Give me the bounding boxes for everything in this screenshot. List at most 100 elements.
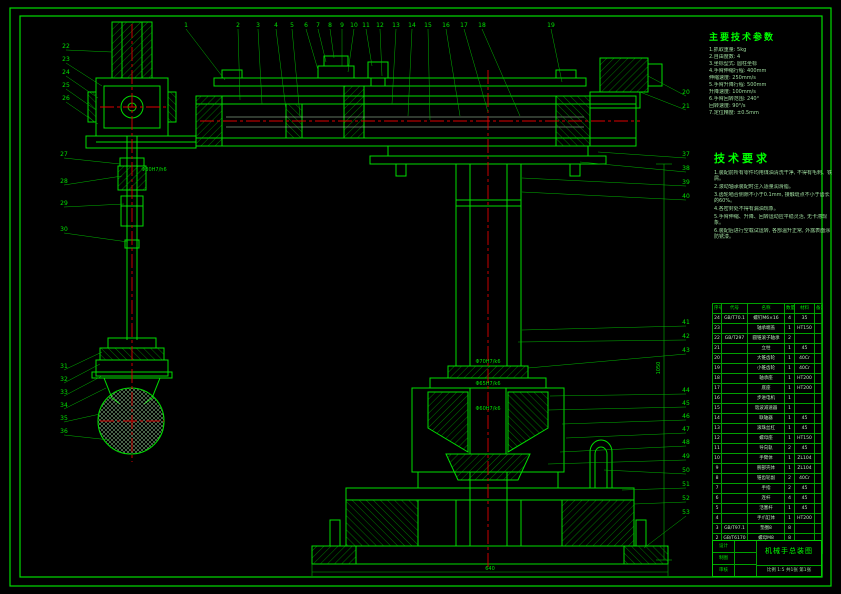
bom-cell: 小锥齿轮	[747, 363, 785, 374]
callout-number: 38	[682, 165, 690, 172]
bom-cell	[814, 513, 823, 524]
bom-cell	[721, 413, 748, 424]
bom-cell: 立柱	[747, 343, 785, 354]
bom-cell: 活塞杆	[747, 503, 785, 514]
dimension-lines	[311, 163, 672, 576]
bom-cell: GB/T97.1	[721, 523, 748, 534]
leader-line	[237, 28, 241, 101]
bom-cell: 13	[712, 423, 722, 434]
bom-cell: 圆锥滚子轴承	[747, 333, 785, 344]
bom-cell: 谐波减速器	[747, 403, 785, 414]
leader-line	[257, 28, 263, 105]
requirement-line: 1.装配前所有零件均用煤油清洗干净, 不得有毛刺、铁屑。	[714, 170, 832, 182]
bom-cell	[721, 483, 748, 494]
bom-cell: 螺钉M6×16	[747, 313, 785, 324]
callout-number: 42	[682, 333, 690, 340]
bom-cell	[794, 523, 815, 534]
requirement-line: 3.齿轮啮合侧隙不小于0.1mm, 接触斑点不小于齿长的60%。	[714, 192, 830, 204]
bom-cell: 4	[784, 493, 795, 504]
bom-cell: 45	[794, 413, 815, 424]
bom-cell: 45	[794, 483, 815, 494]
callout-number: 37	[682, 151, 690, 158]
callout-number: 35	[60, 415, 68, 422]
main-parameters-title: 主要技术参数	[709, 33, 776, 43]
leader-line	[481, 28, 521, 117]
bom-cell	[721, 403, 748, 414]
bom-cell: 手臂体	[747, 453, 785, 464]
bom-cell: 20	[712, 353, 722, 364]
bom-cell: 连杆	[747, 493, 785, 504]
title-block: 设计制图审核机械手总装图比例 1:5 共1张 第1张	[712, 540, 822, 577]
bom-cell	[814, 483, 823, 494]
drawing-scale: 比例 1:5 共1张 第1张	[757, 565, 821, 576]
bom-cell: 45	[794, 443, 815, 454]
leader-line	[63, 413, 101, 423]
leader-line	[597, 151, 687, 159]
callout-number: 5	[290, 22, 294, 29]
callout-number: 30	[60, 226, 68, 233]
horizontal-arm	[195, 55, 663, 147]
leader-line	[63, 387, 107, 410]
bom-cell: 螺母座	[747, 433, 785, 444]
callout-number: 46	[682, 413, 690, 420]
bom-cell: HT150	[794, 323, 815, 334]
leader-line	[565, 432, 687, 439]
leader-line	[65, 62, 103, 87]
bom-header-row: 序号代号名称数量材料备注	[712, 303, 823, 314]
bom-cell: 14	[712, 413, 722, 424]
dimension-label: Φ30H7/h6	[141, 167, 166, 173]
leader-line	[527, 353, 687, 369]
title-block-label: 审核	[713, 565, 735, 576]
bom-cell: 轴承端盖	[747, 323, 785, 334]
title-block-label: 设计	[713, 541, 735, 552]
bom-cell	[721, 433, 748, 444]
callout-number: 33	[60, 389, 68, 396]
leader-line	[63, 232, 129, 243]
callout-number: 13	[392, 22, 400, 29]
callout-number: 36	[60, 428, 68, 435]
leader-line	[305, 28, 319, 71]
bom-cell: 1	[784, 423, 795, 434]
callout-number: 52	[682, 495, 690, 502]
leader-line	[559, 445, 687, 453]
bom-cell: 1	[784, 463, 795, 474]
callout-number: 39	[682, 179, 690, 186]
bom-cell: 2	[784, 483, 795, 494]
machine-base	[311, 472, 669, 565]
title-block-row: 审核	[713, 565, 756, 576]
bom-cell: 1	[784, 413, 795, 424]
bom-cell: 手指	[747, 483, 785, 494]
bom-cell	[721, 393, 748, 404]
parameter-line: 5.手臂升降行程: 500mm	[709, 82, 767, 88]
bom-cell: 5	[712, 503, 722, 514]
leader-line	[63, 375, 103, 397]
bom-cell: 1	[784, 503, 795, 514]
drawing-frame	[9, 7, 832, 587]
callout-number: 16	[442, 22, 450, 29]
leader-line	[65, 49, 113, 53]
parameter-line: 伸缩速度: 250mm/s	[709, 75, 756, 81]
leader-line	[517, 339, 687, 343]
callout-number: 2	[236, 22, 240, 29]
leader-line	[275, 28, 287, 111]
leader-line	[347, 28, 355, 73]
wrist-column	[85, 21, 197, 149]
bom-cell: 手爪缸体	[747, 513, 785, 524]
bom-cell: 7	[712, 483, 722, 494]
bom-cell	[814, 323, 823, 334]
gear-housing	[411, 365, 613, 489]
parameter-line: 1.抓取重量: 5kg	[709, 47, 747, 53]
